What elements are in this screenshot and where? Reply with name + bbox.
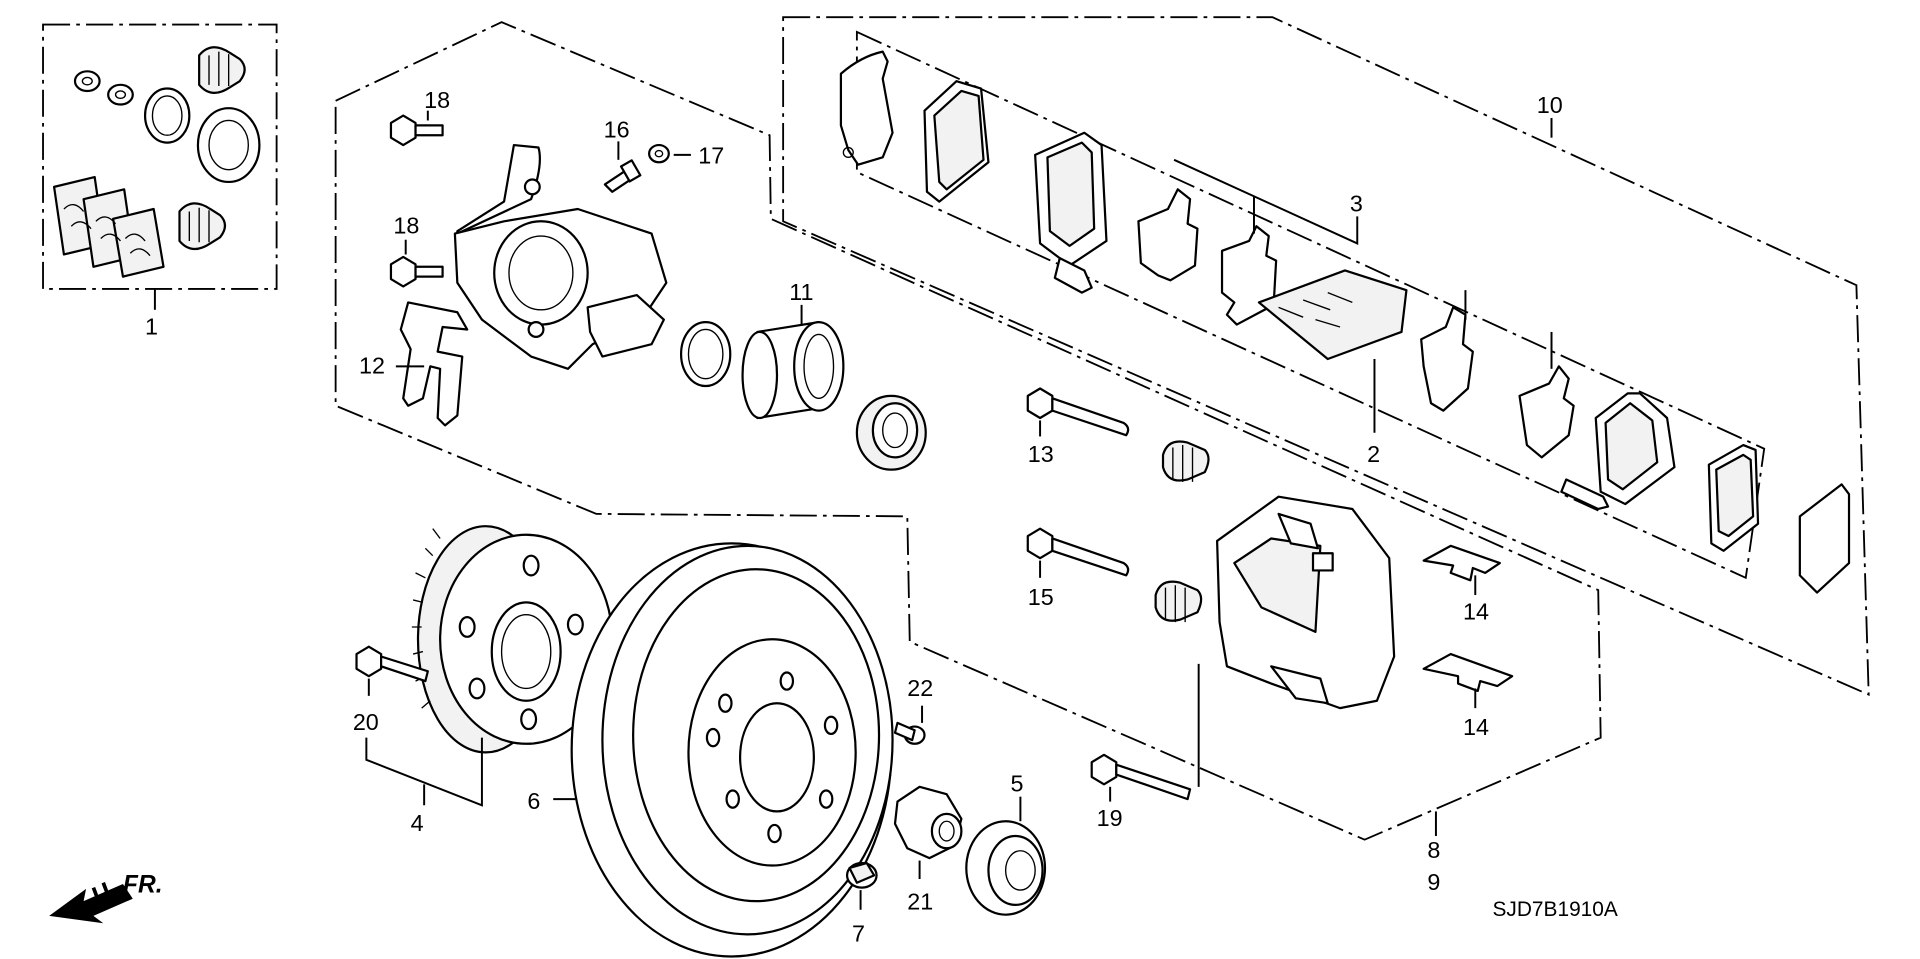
caliper-bracket	[1215, 495, 1396, 710]
callout-16: 16	[604, 117, 630, 143]
callout-2: 2	[1367, 441, 1380, 467]
brake-pad-with-wear-indicator	[1034, 131, 1108, 294]
callout-21: 21	[907, 889, 933, 915]
pad-spring-12	[395, 301, 469, 427]
callout-11: 11	[789, 279, 813, 305]
brake-pad-far-right	[1707, 443, 1760, 552]
callout-10: 10	[1537, 92, 1563, 118]
hub-nut-21	[893, 785, 963, 880]
guide-pin-13	[1026, 387, 1130, 437]
callout-22: 22	[907, 675, 933, 701]
piston-boot	[855, 394, 927, 471]
bleeder-cap-17	[648, 143, 691, 164]
drawing-code: SJD7B1910A	[1492, 898, 1617, 921]
seal-kit-parts	[52, 46, 261, 278]
callout-6: 6	[527, 788, 540, 814]
shim-lower-a	[1420, 306, 1474, 412]
callout-9: 9	[1427, 869, 1440, 895]
hub-assembly-4	[411, 525, 614, 754]
bleeder-screw-16	[603, 141, 642, 193]
hub-bolt-20	[355, 645, 429, 696]
front-arrow-icon	[49, 883, 133, 924]
callout-14-lower: 14	[1463, 714, 1489, 740]
callout-1: 1	[145, 313, 158, 339]
anti-squeal-pad-2	[1257, 269, 1408, 361]
pin-boot-15	[1154, 580, 1203, 623]
bolt-19	[1090, 753, 1192, 802]
pad-leader-lines	[1173, 118, 1553, 433]
screw-22	[893, 705, 926, 745]
brake-pad-lower-right	[1560, 392, 1676, 511]
pad-retainer-clip-14-upper	[1422, 544, 1501, 596]
callout-12: 12	[359, 353, 385, 379]
front-label: FR.	[123, 872, 163, 899]
pad-shim-outer-right	[1798, 483, 1851, 594]
callout-15: 15	[1028, 584, 1054, 610]
hub-leader	[365, 737, 483, 807]
callout-17: 17	[698, 143, 724, 169]
caliper-body	[453, 143, 668, 370]
seal-kit-box	[42, 23, 278, 310]
callout-7: 7	[852, 921, 865, 947]
screw-7	[845, 861, 878, 910]
shim-upper-a	[1137, 188, 1199, 282]
front-direction-indicator: FR.	[49, 872, 163, 924]
piston-11	[741, 304, 845, 420]
pad-retainer-clip-14-lower	[1422, 652, 1514, 709]
pad-set-box	[782, 16, 1870, 697]
callout-18-upper: 18	[424, 87, 450, 113]
guide-pin-15	[1026, 527, 1130, 578]
bolt-18-upper	[389, 110, 444, 147]
callout-5: 5	[1011, 771, 1024, 797]
brake-disc-6	[570, 542, 894, 958]
callouts: 1 2 3 4 5 6 7 8 9 10 11 12 13 14 14 15 1…	[145, 87, 1563, 947]
callout-19: 19	[1097, 805, 1123, 831]
pin-boot-13	[1161, 440, 1210, 482]
bolt-18-lower	[389, 239, 444, 288]
callout-20: 20	[353, 709, 379, 735]
callout-3: 3	[1350, 190, 1363, 216]
caliper-group-box	[334, 21, 1602, 841]
callout-4: 4	[411, 810, 424, 836]
hub-cap-5	[965, 796, 1047, 916]
brake-pad-upper-left	[923, 80, 990, 203]
callout-14-upper: 14	[1463, 599, 1489, 625]
piston-seal	[679, 320, 732, 388]
callout-13: 13	[1028, 441, 1054, 467]
callout-18-lower: 18	[393, 213, 419, 239]
callout-8: 8	[1427, 837, 1440, 863]
shim-lower-b	[1518, 365, 1575, 459]
pad-shim-outer-left	[839, 50, 894, 166]
